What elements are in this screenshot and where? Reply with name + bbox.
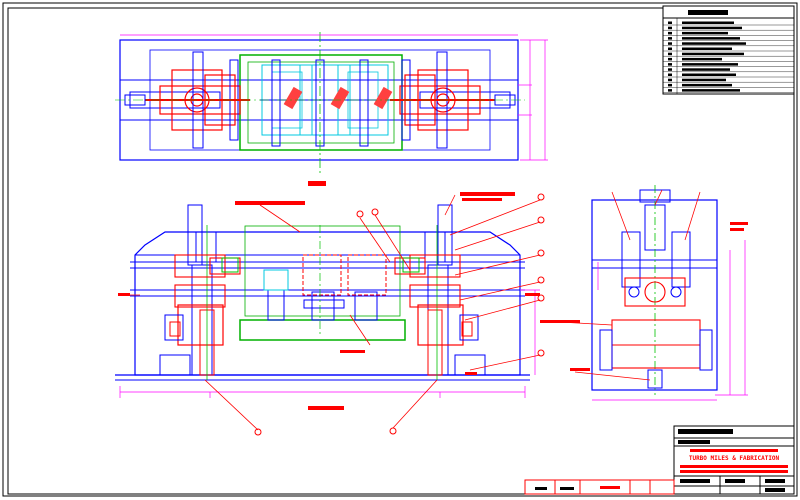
revision-row-text — [682, 73, 736, 76]
revision-table-rows — [663, 18, 794, 94]
revision-row-number — [668, 21, 672, 24]
front-view — [115, 192, 545, 436]
revision-row-text — [682, 21, 734, 24]
revision-row-number — [668, 83, 672, 87]
revision-row-text — [682, 89, 740, 92]
revision-row-text — [682, 42, 746, 45]
revision-row-number — [668, 73, 672, 76]
revision-row-text — [682, 78, 726, 82]
revision-row-number — [668, 63, 672, 66]
revision-row-text — [682, 68, 730, 71]
side-view — [540, 185, 748, 401]
revision-row-number — [668, 89, 672, 92]
revision-row-text — [682, 47, 732, 50]
revision-row-text — [682, 83, 732, 87]
company-name: TURBO MILES & FABRICATION — [689, 455, 780, 462]
revision-row-number — [668, 37, 672, 40]
revision-row-text — [682, 57, 722, 61]
revision-table — [662, 5, 795, 95]
revision-row-number — [668, 68, 672, 71]
revision-row-text — [682, 31, 728, 35]
revision-row-number — [668, 47, 672, 50]
revision-row-number — [668, 57, 672, 61]
revision-row-number — [668, 42, 672, 45]
revision-row-text — [682, 52, 744, 56]
revision-row-number — [668, 31, 672, 35]
revision-row-number — [668, 26, 672, 30]
revision-row-number — [668, 78, 672, 82]
revision-row-number — [668, 52, 672, 56]
top-view — [115, 32, 548, 186]
title-block: TURBO MILES & FABRICATION — [524, 425, 795, 495]
revision-row-text — [682, 63, 738, 66]
revision-row-text — [682, 37, 740, 40]
revision-row-text — [682, 26, 742, 30]
